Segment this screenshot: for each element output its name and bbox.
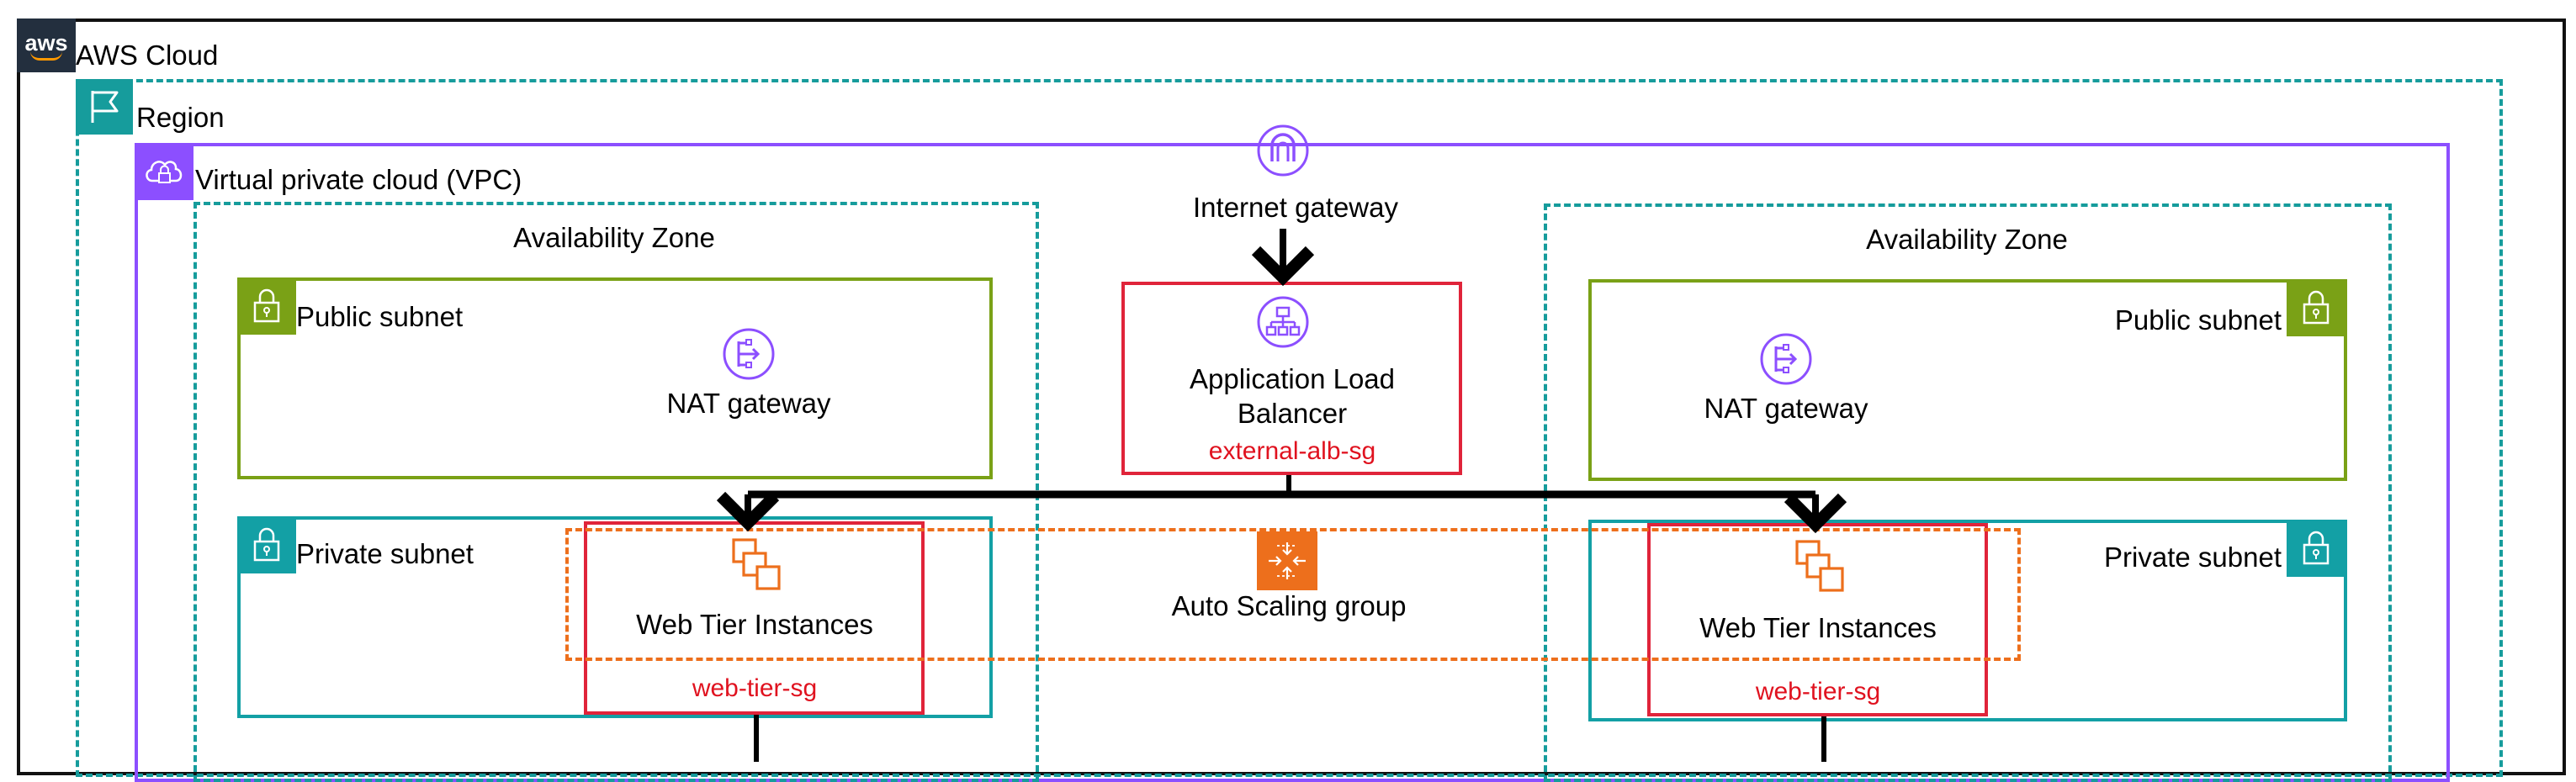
lock-icon (237, 516, 296, 573)
private-subnet-label-left: Private subnet (296, 538, 474, 569)
flag-icon (76, 79, 133, 135)
nat-gateway-icon (1758, 331, 1814, 387)
lock-icon (237, 277, 296, 335)
aws-logo-icon: aws (17, 18, 76, 72)
instances-icon (1792, 536, 1851, 595)
private-subnet-right (1588, 520, 2347, 721)
alb-security-group-label: external-alb-sg (1208, 437, 1376, 465)
auto-scaling-group-label: Auto Scaling group (1171, 590, 1407, 621)
instances-icon (729, 535, 787, 594)
vpc-label: Virtual private cloud (VPC) (195, 164, 522, 195)
public-subnet-left (237, 277, 993, 479)
availability-zone-label-left: Availability Zone (513, 222, 715, 253)
nat-gateway-label-left: NAT gateway (666, 388, 831, 419)
connector-lines (716, 229, 1847, 762)
lock-icon (2287, 279, 2345, 336)
web-tier-sg-label-left: web-tier-sg (692, 674, 818, 702)
alb-label-line2: Balancer (1237, 398, 1348, 429)
auto-scaling-icon (1257, 531, 1317, 590)
lock-icon (2287, 520, 2345, 577)
availability-zone-label-right: Availability Zone (1866, 224, 2068, 255)
auto-scaling-group-container (565, 528, 2021, 661)
web-tier-sg-label-right: web-tier-sg (1755, 678, 1881, 705)
public-subnet-label-right: Public subnet (2114, 304, 2282, 336)
cloud-lock-icon (135, 143, 193, 200)
internet-gateway-label: Internet gateway (1193, 192, 1398, 223)
public-subnet-right (1588, 279, 2347, 481)
nat-gateway-icon (721, 326, 777, 382)
alb-label-line1: Application Load (1189, 363, 1396, 394)
aws-cloud-label: AWS Cloud (76, 40, 219, 71)
internet-gateway-icon (1255, 123, 1311, 178)
region-label: Region (136, 102, 225, 133)
load-balancer-icon (1255, 294, 1311, 350)
private-subnet-left (237, 516, 993, 718)
public-subnet-label-left: Public subnet (296, 301, 464, 332)
web-tier-label-right: Web Tier Instances (1699, 612, 1937, 643)
web-tier-label-left: Web Tier Instances (636, 609, 873, 640)
nat-gateway-label-right: NAT gateway (1704, 393, 1868, 424)
private-subnet-label-right: Private subnet (2104, 542, 2282, 573)
